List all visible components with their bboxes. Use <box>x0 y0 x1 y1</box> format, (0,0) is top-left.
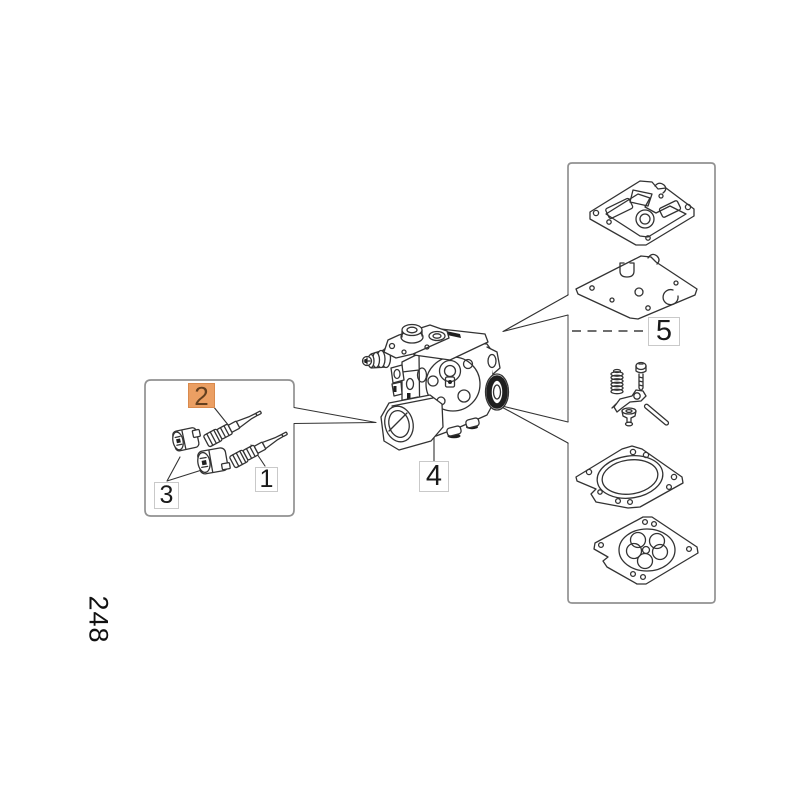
limiter-cap-a-drawing <box>172 427 201 452</box>
needle-screw-1-drawing <box>229 431 288 469</box>
repair-kit-drawing <box>610 361 670 427</box>
callout-wedge-left <box>293 406 377 425</box>
callout-label-1[interactable]: 1 <box>255 467 278 492</box>
needle-screw-2-drawing <box>203 410 262 448</box>
pin-drawing <box>643 403 670 426</box>
callout-wedge-lower-right <box>497 404 569 444</box>
valve-drawing <box>621 407 637 427</box>
callout-label-3[interactable]: 3 <box>154 482 179 509</box>
callout-label-4[interactable]: 4 <box>419 461 449 492</box>
spring-drawing <box>610 368 624 395</box>
leader-line-3 <box>166 456 206 482</box>
limiter-cap-b-drawing <box>197 447 231 475</box>
detail-box-screws <box>144 379 295 517</box>
leader-line-2 <box>212 405 230 427</box>
pump-gasket-drawing <box>575 445 684 509</box>
callout-label-2-highlighted[interactable]: 2 <box>188 383 215 409</box>
pump-plate-drawing <box>575 253 698 320</box>
callout-wedge-upper-right <box>502 294 569 333</box>
callout-label-5[interactable]: 5 <box>648 317 680 346</box>
metering-diaphragm-drawing <box>593 516 699 585</box>
lever-drawing <box>611 389 647 413</box>
metering-gasket-drawing <box>589 180 695 246</box>
detail-box-gasket-kit <box>567 162 716 604</box>
carburetor-drawing <box>361 323 510 451</box>
screw-drawing <box>635 361 647 392</box>
page-number: 248 <box>83 595 114 644</box>
